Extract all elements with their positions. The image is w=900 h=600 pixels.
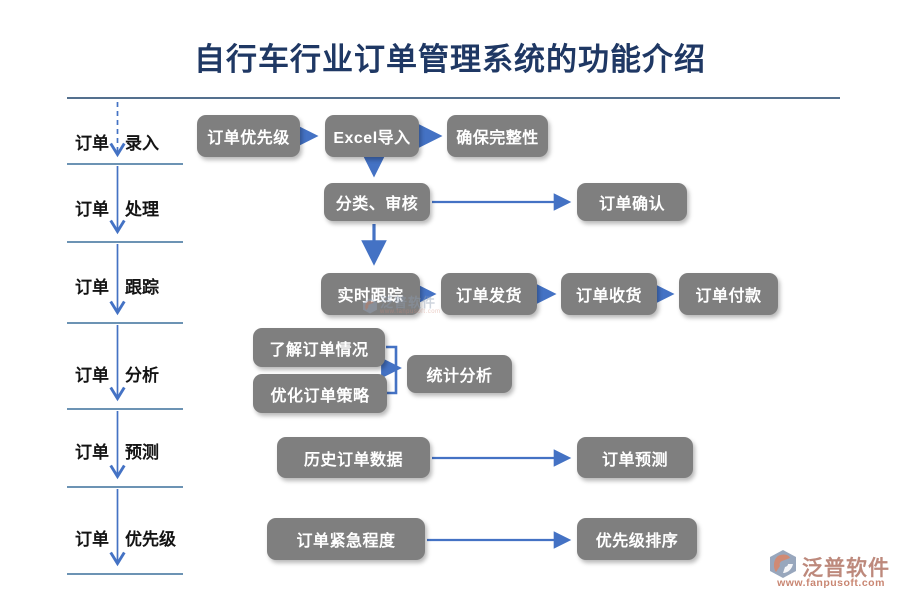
flow-box-order-urgency: 订单紧急程度 [267,518,425,560]
title-divider [67,97,840,99]
stage-prefix-label: 订单 [75,366,109,385]
fanpu-logo-icon [770,550,796,578]
center-watermark: 泛普软件 www.fanpusoft.com [362,296,441,315]
sidebar-stage-entry: 订单 录入 [67,129,183,153]
stage-divider [67,163,183,165]
flow-box-order-forecast: 订单预测 [577,437,693,478]
stage-name-label: 处理 [125,200,159,219]
flow-box-classify-review: 分类、审核 [324,183,430,221]
stage-prefix-label: 订单 [75,200,109,219]
stage-name-label: 分析 [125,366,159,385]
sidebar-stage-forecast: 订单 预测 [67,438,183,462]
flow-box-realtime-tracking: 实时跟踪 [321,273,420,315]
flow-box-priority-sort: 优先级排序 [577,518,697,560]
stage-name-label: 录入 [125,134,159,153]
sidebar-stage-analysis: 订单 分析 [67,361,183,385]
stage-prefix-label: 订单 [75,443,109,462]
flow-box-order-payment: 订单付款 [679,273,778,315]
flow-box-ensure-integrity: 确保完整性 [447,115,548,157]
stage-prefix-label: 订单 [75,278,109,297]
flow-box-order-receive: 订单收货 [561,273,657,315]
stage-prefix-label: 订单 [75,134,109,153]
stage-divider [67,486,183,488]
brand-url: www.fanpusoft.com [777,577,885,589]
brand-name: 泛普软件 [802,557,890,580]
flow-box-optimize-strategy: 优化订单策略 [253,374,387,413]
stage-name-label: 优先级 [125,530,176,549]
flow-box-order-priority-input: 订单优先级 [197,115,300,157]
stage-divider [67,573,183,575]
flow-box-know-order-status: 了解订单情况 [253,328,385,367]
stage-divider [67,408,183,410]
watermark-url: www.fanpusoft.com [380,309,441,315]
stage-divider [67,241,183,243]
flow-box-historical-order-data: 历史订单数据 [277,437,430,478]
sidebar-stage-tracking: 订单 跟踪 [67,273,183,297]
fanpu-logo-icon-watermark [363,298,377,313]
stage-divider [67,322,183,324]
flow-box-order-confirm: 订单确认 [577,183,687,221]
stage-name-label: 预测 [125,443,159,462]
flow-box-order-ship: 订单发货 [441,273,537,315]
sidebar-stage-priority: 订单 优先级 [67,525,183,549]
fanpusoft-logo: 泛普软件 www.fanpusoft.com [766,548,896,593]
sidebar-stage-processing: 订单 处理 [67,195,183,219]
watermark-text: 泛普软件 [380,295,437,310]
flow-box-excel-import: Excel导入 [325,115,419,157]
flow-box-statistical-analysis: 统计分析 [407,355,512,393]
page-title: 自行车行业订单管理系统的功能介绍 [194,42,706,77]
stage-name-label: 跟踪 [125,278,159,297]
stage-prefix-label: 订单 [75,530,109,549]
